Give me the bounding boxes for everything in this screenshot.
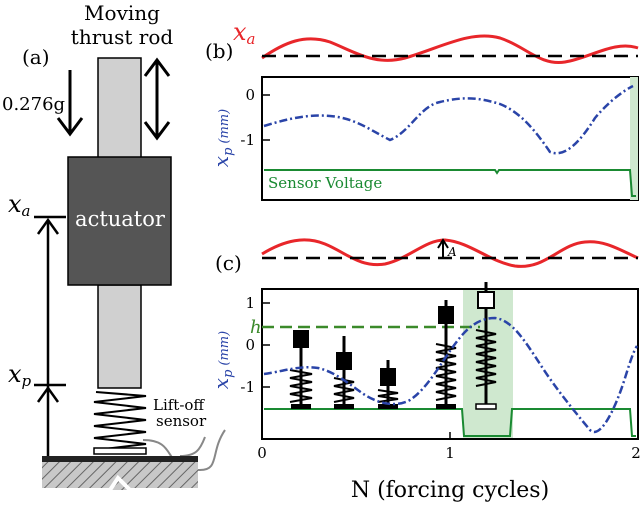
panel-b-xa-curve bbox=[261, 34, 639, 64]
panel-c-yaxis-sub: p bbox=[221, 369, 236, 378]
panel-b-ytick-label-0: 0 bbox=[245, 86, 255, 104]
ground-hatch bbox=[42, 462, 198, 490]
sensor-wire bbox=[142, 429, 226, 472]
panel-b-highlight bbox=[630, 77, 638, 200]
spring-icon bbox=[93, 391, 147, 451]
xa-marker-sub: a bbox=[22, 202, 31, 220]
panel-b-sensor-line bbox=[264, 169, 636, 197]
sensor-label-line1: Lift-off bbox=[153, 396, 205, 414]
ground-plate bbox=[42, 456, 198, 462]
panel-b-label: (b) bbox=[205, 39, 233, 63]
panel-b-xa-symbol: x bbox=[233, 18, 247, 46]
panel-b-ytick-label-m1: -1 bbox=[240, 131, 255, 149]
panel-b-xp-curve bbox=[263, 84, 634, 155]
stroboscopic-particles bbox=[289, 300, 457, 409]
xp-up-arrow-icon bbox=[36, 385, 60, 403]
panel-a: (a) Moving thrust rod actuator 0.276g xa bbox=[2, 1, 226, 492]
xa-up-arrow-icon bbox=[36, 217, 60, 458]
panel-b-yaxis-symbol: x bbox=[209, 156, 233, 167]
panel-c-yaxis-unit: (mm) bbox=[217, 331, 232, 366]
xp-marker-symbol: x bbox=[8, 360, 22, 388]
panel-b-yaxis-label: xp (mm) bbox=[209, 109, 236, 167]
ground-break bbox=[42, 474, 198, 492]
panel-b-yaxis-unit: (mm) bbox=[217, 109, 232, 144]
panel-b-sensor-label: Sensor Voltage bbox=[268, 174, 382, 192]
sensor-label-line2: sensor bbox=[156, 412, 207, 430]
rod-title-line2: thrust rod bbox=[71, 25, 174, 49]
panel-c-ytick-label-0: 0 bbox=[245, 336, 255, 354]
panel-c-amp-arrow-icon bbox=[437, 238, 449, 258]
gravity-arrow-icon bbox=[56, 70, 84, 137]
panel-c-yaxis-label: xp (mm) bbox=[209, 331, 236, 389]
xp-marker-sub: p bbox=[22, 372, 32, 390]
particle-glyph-3 bbox=[377, 360, 399, 409]
xa-marker-label: xa bbox=[8, 190, 31, 220]
panel-c-ytick-label-1: 1 bbox=[245, 294, 255, 312]
panel-b: (b) xa 0 -1 xp(mm) Sensor Voltage bbox=[205, 18, 639, 201]
panel-c-amp-label: A bbox=[447, 245, 457, 259]
xa-marker-symbol: x bbox=[8, 190, 22, 218]
panel-c-xtick-label-1: 1 bbox=[445, 444, 455, 462]
particle-glyph-2 bbox=[333, 336, 355, 409]
panel-b-xa-sub: a bbox=[247, 30, 256, 48]
panel-c-yaxis-symbol: x bbox=[209, 378, 233, 389]
spring-base bbox=[93, 447, 147, 455]
particle-glyph-lifted bbox=[475, 282, 497, 410]
actuator-block bbox=[67, 156, 172, 286]
panel-c-xtick-label-0: 0 bbox=[257, 444, 267, 462]
panel-c-h-label: h bbox=[250, 317, 262, 338]
panel-c-xaxis-label: N (forcing cycles) bbox=[351, 478, 549, 503]
panel-a-label: (a) bbox=[22, 45, 50, 69]
panel-c-xtick-label-2: 2 bbox=[631, 444, 640, 462]
double-arrow-icon bbox=[143, 57, 171, 141]
panel-c-sensor-line bbox=[264, 408, 636, 437]
panel-c-xp-curve bbox=[263, 316, 639, 434]
particle-glyph-4 bbox=[435, 300, 457, 409]
particle-glyph-1 bbox=[289, 330, 313, 409]
actuator-label: actuator bbox=[75, 207, 166, 231]
panel-b-yaxis-sub: p bbox=[221, 147, 236, 156]
panel-c-label: (c) bbox=[215, 251, 242, 275]
accel-label: 0.276g bbox=[2, 94, 65, 115]
panel-c-xa-curve bbox=[261, 238, 639, 268]
rod-title-line1: Moving bbox=[84, 1, 160, 25]
panel-c-ytick-label-m1: -1 bbox=[240, 378, 255, 396]
panel-c: (c) A 1 0 -1 0 1 2 N (forcing cycles) xp… bbox=[209, 238, 640, 503]
thrust-rod-lower bbox=[97, 284, 142, 389]
thrust-rod-upper bbox=[97, 57, 142, 159]
xp-marker-label: xp bbox=[8, 360, 32, 390]
panel-b-xa-label: xa bbox=[233, 18, 256, 48]
sensor-wire-2 bbox=[179, 436, 206, 457]
